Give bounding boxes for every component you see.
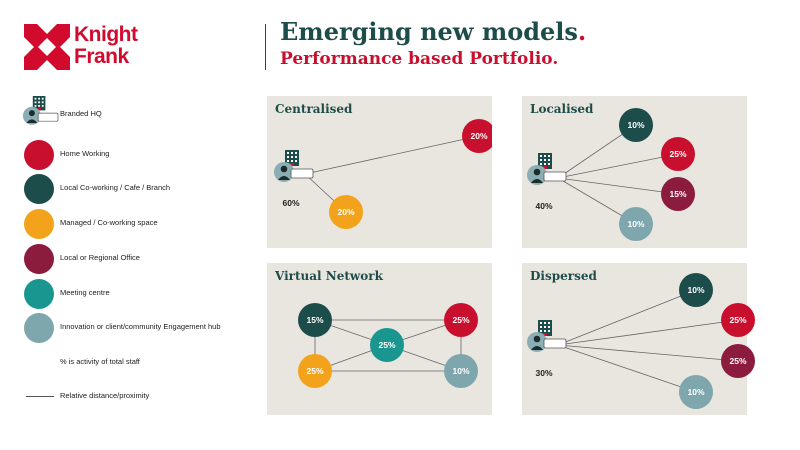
diagram-localised: 40% 10% 25% 15% 10% [527, 108, 695, 241]
activity-percent-label: 15% [669, 189, 686, 199]
activity-circle [619, 207, 653, 241]
activity-circle [370, 328, 404, 362]
activity-circle [298, 354, 332, 388]
legend-swatch [24, 174, 54, 204]
activity-percent-label: 25% [452, 315, 469, 325]
activity-percent-label: 10% [627, 120, 644, 130]
activity-circle [661, 177, 695, 211]
activity-percent-label: 25% [306, 366, 323, 376]
legend-item: Branded HQ [20, 96, 260, 130]
branded-hq-icon [22, 96, 59, 125]
logo-line-2: Frank [74, 45, 129, 68]
logo-text: Knight Frank [74, 23, 138, 68]
page-title: Emerging new models. [280, 17, 586, 46]
subtitle-dot: . [552, 49, 559, 69]
legend-label: Meeting centre [60, 288, 110, 297]
legend-label: Home Working [60, 149, 110, 158]
hq-percent-label: 60% [282, 198, 299, 208]
activity-circle [619, 108, 653, 142]
activity-circle [661, 137, 695, 171]
proximity-line [557, 344, 739, 362]
legend-hq-icon [22, 96, 59, 125]
activity-percent-label: 25% [669, 149, 686, 159]
legend-label: Local or Regional Office [60, 253, 140, 262]
legend-item: Innovation or client/community Engagemen… [20, 313, 260, 343]
proximity-line [557, 177, 679, 195]
legend-label: Local Co-working / Cafe / Branch [60, 183, 171, 192]
activity-percent-label: 20% [337, 207, 354, 217]
legend-label: % is activity of total staff [60, 357, 140, 366]
activity-circle [462, 119, 492, 153]
activity-circle [329, 195, 363, 229]
legend-swatch [24, 244, 54, 274]
legend-item: Managed / Co-working space [20, 209, 260, 239]
legend-item: % is activity of total staff [20, 348, 260, 378]
legend-swatch [24, 279, 54, 309]
hq-percent-label: 30% [535, 368, 552, 378]
panel-title: Dispersed [530, 269, 597, 283]
proximity-line [557, 344, 697, 393]
legend-line [26, 396, 54, 397]
activity-percent-label: 10% [627, 219, 644, 229]
legend-item: Meeting centre [20, 279, 260, 309]
diagram-virtual-network: 15% 25% 25% 25% 10% [298, 303, 478, 388]
header-divider [265, 24, 266, 70]
title-dot: . [577, 17, 587, 46]
legend-item: Home Working [20, 140, 260, 170]
activity-percent-label: 25% [378, 340, 395, 350]
logo-mark-icon [24, 24, 70, 70]
legend-item: Local Co-working / Cafe / Branch [20, 174, 260, 204]
activity-circle [679, 273, 713, 307]
legend-label: Relative distance/proximity [60, 391, 150, 400]
proximity-line [557, 289, 697, 346]
panel-centralised: Centralised 60% 20% 20% [267, 96, 492, 248]
legend-swatch [24, 209, 54, 239]
knight-frank-logo: Knight Frank [24, 24, 154, 74]
subtitle-text: Performance based Portfolio [280, 49, 553, 69]
activity-percent-label: 10% [687, 387, 704, 397]
diagram-dispersed: 30% 10% 25% 25% 10% [527, 273, 755, 409]
panel-dispersed: Dispersed 30% 10% 25% 25% 10% [522, 263, 755, 415]
proximity-line [557, 319, 739, 346]
legend-label: Innovation or client/community Engagemen… [60, 322, 221, 331]
branded-hq-icon [527, 320, 567, 352]
legend-item: Relative distance/proximity [20, 382, 260, 412]
page-subtitle: Performance based Portfolio. [280, 49, 558, 69]
activity-circle [444, 303, 478, 337]
legend-swatch [24, 140, 54, 170]
activity-percent-label: 15% [306, 315, 323, 325]
legend-label: Branded HQ [60, 109, 102, 118]
proximity-line [304, 135, 480, 175]
activity-circle [444, 354, 478, 388]
activity-circle [679, 375, 713, 409]
activity-percent-label: 25% [729, 356, 746, 366]
legend-item: Local or Regional Office [20, 244, 260, 274]
branded-hq-icon [527, 153, 567, 185]
panel-virtual-network: Virtual Network 15% 25% 25% 25% 10% [267, 263, 492, 415]
hq-percent-label: 40% [535, 201, 552, 211]
activity-percent-label: 25% [729, 315, 746, 325]
diagram-centralised: 60% 20% 20% [274, 119, 492, 229]
panel-title: Centralised [275, 102, 353, 116]
proximity-line [557, 153, 679, 179]
activity-circle [721, 344, 755, 378]
activity-circle [721, 303, 755, 337]
panel-title: Virtual Network [275, 269, 383, 283]
activity-circle [298, 303, 332, 337]
activity-percent-label: 10% [687, 285, 704, 295]
logo-line-1: Knight [74, 23, 138, 46]
activity-percent-label: 10% [452, 366, 469, 376]
title-text: Emerging new models [280, 17, 578, 46]
legend-swatch [24, 313, 54, 343]
panel-localised: Localised 40% 10% 25% 15% 10% [522, 96, 747, 248]
branded-hq-icon [274, 150, 314, 182]
activity-percent-label: 20% [470, 131, 487, 141]
legend-label: Managed / Co-working space [60, 218, 158, 227]
panel-title: Localised [530, 102, 594, 116]
